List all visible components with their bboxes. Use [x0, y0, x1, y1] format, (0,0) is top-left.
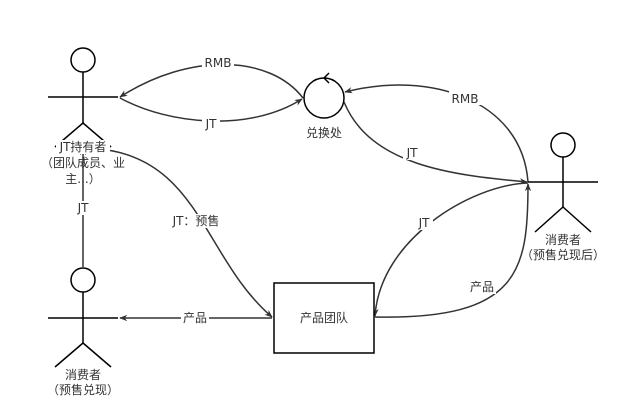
label-presale: JT：预售 — [172, 213, 220, 228]
holder-label-line2: （团队成员、业 — [41, 155, 125, 170]
holder-head — [70, 47, 96, 73]
product-team-label: 产品团队 — [300, 310, 348, 325]
actor-consumer-post: 消费者 （预售兑现后） — [521, 132, 605, 262]
product-team-box — [273, 282, 375, 354]
edge-presale — [83, 147, 273, 318]
consumer-pre-label-line2: （预售兑现） — [47, 382, 119, 397]
actor-holder — [48, 47, 118, 148]
consumer-pre-leg-right — [82, 342, 112, 368]
label-product-to-consumer-pre: 产品 — [183, 311, 207, 325]
label-product-to-consumer-post: 产品 — [470, 280, 494, 294]
label-rmb-to-holder: RMB — [205, 56, 232, 70]
holder-label: JT持有者 （团队成员、业 主...） — [41, 139, 125, 186]
consumer-post-head — [550, 132, 576, 158]
edge-product-to-consumer-post — [374, 183, 532, 318]
exchange-circle — [303, 77, 345, 119]
consumer-pre-leg-left — [54, 342, 84, 368]
edge-rmb-to-exchange — [344, 84, 529, 183]
consumer-post-leg-left — [534, 206, 564, 233]
label-jt-to-exchange: JT — [205, 117, 218, 131]
consumer-post-label-line2: （预售兑现后） — [521, 247, 605, 262]
consumer-post-leg-right — [562, 206, 592, 233]
consumer-pre-head — [70, 267, 96, 293]
holder-label-line3: 主...） — [65, 172, 100, 186]
edge-jt-to-consumer-post — [343, 101, 528, 185]
label-jt-to-consumer-post: JT — [406, 146, 419, 160]
label-jt-to-team: JT — [418, 216, 431, 230]
edge-labels: RMB JT RMB JT JT：预售 JT 产品 JT 产品 — [74, 55, 496, 325]
exchange-label: 兑换处 — [306, 126, 342, 140]
exchange-cycle-icon — [323, 72, 330, 84]
consumer-pre-label-line1: 消费者 — [65, 368, 101, 382]
exchange-node: 兑换处 — [303, 72, 345, 140]
product-team-node: 产品团队 — [273, 282, 375, 354]
edge-jt-to-team — [372, 182, 529, 317]
actor-consumer-pre: 消费者 （预售兑现） — [47, 267, 119, 397]
holder-label-line1: JT持有者 — [59, 139, 107, 154]
label-rmb-to-exchange: RMB — [452, 92, 479, 106]
label-jt-upward: JT — [77, 201, 90, 215]
consumer-post-label-line1: 消费者 — [545, 233, 581, 247]
